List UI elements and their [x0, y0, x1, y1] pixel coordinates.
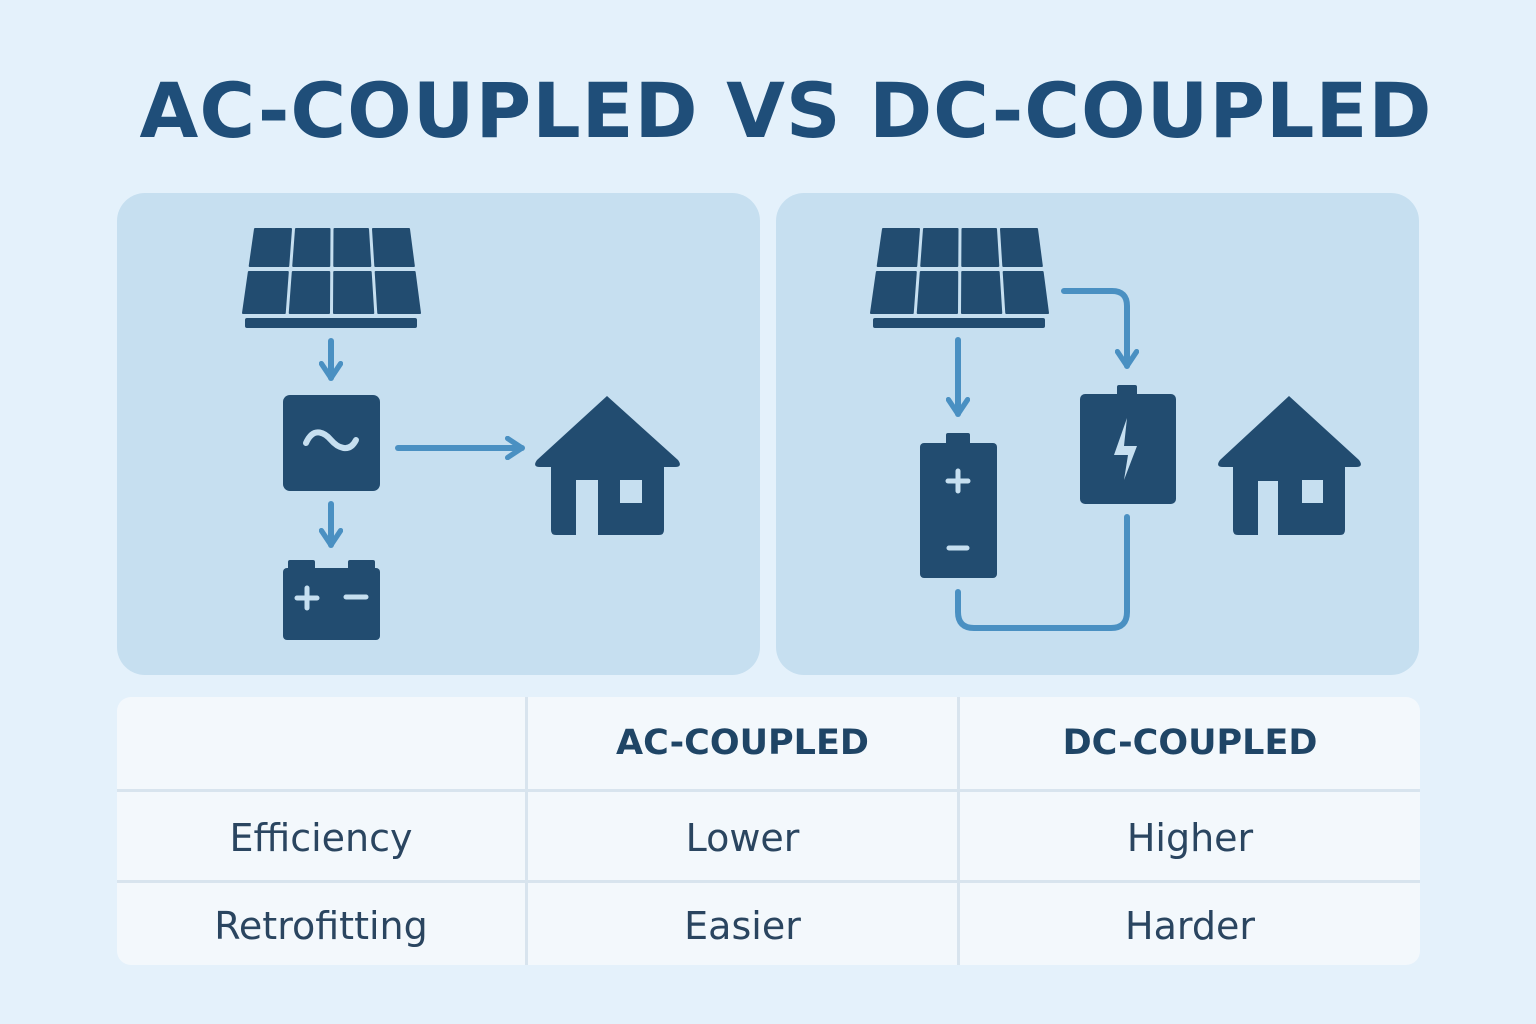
solar-cell: [916, 271, 959, 314]
table-row: Efficiency Lower Higher: [117, 789, 1420, 883]
row-label: Retrofitting: [214, 903, 428, 948]
line-hybrid-inverter-to-battery: [955, 514, 1130, 631]
solar-cell: [333, 228, 372, 267]
arrow-solar-to-hybrid-inverter: [1061, 288, 1127, 369]
ac-value: Easier: [525, 883, 957, 965]
solar-cell: [961, 228, 1000, 267]
battery-icon: [283, 560, 380, 640]
solar-cell: [374, 271, 421, 314]
solar-panel-base: [245, 318, 417, 328]
solar-cell: [288, 271, 331, 314]
solar-cell: [876, 228, 920, 267]
solar-panel-base: [873, 318, 1045, 328]
solar-cell: [1002, 271, 1049, 314]
header-cell-empty: [117, 697, 525, 789]
solar-cell: [242, 271, 289, 314]
dc-value: Harder: [957, 883, 1420, 965]
page-title: AC-COUPLED VS DC-COUPLED: [139, 66, 1433, 155]
solar-panel-icon: [242, 228, 421, 328]
solar-cell: [870, 271, 917, 314]
inverter-icon: [283, 395, 380, 491]
dc-value: Higher: [957, 792, 1420, 883]
comparison-table: AC-COUPLED DC-COUPLED Efficiency Lower H…: [117, 697, 1420, 965]
ac-value: Lower: [525, 792, 957, 883]
battery-icon: [920, 433, 997, 578]
hybrid-inverter-icon: [1080, 385, 1176, 504]
solar-cell: [292, 228, 331, 267]
row-label: Efficiency: [229, 815, 413, 860]
ac-coupled-diagram-panel: [117, 193, 760, 675]
solar-cell: [1000, 228, 1043, 267]
solar-panel-icon: [870, 228, 1049, 328]
solar-cell: [248, 228, 292, 267]
solar-cell: [372, 228, 415, 267]
solar-cell: [333, 271, 375, 314]
solar-cell: [961, 271, 1003, 314]
solar-cell: [920, 228, 959, 267]
house-icon: [535, 396, 680, 535]
header-cell-dc-coupled: DC-COUPLED: [957, 697, 1420, 789]
house-icon: [1218, 396, 1361, 535]
table-row: Retrofitting Easier Harder: [117, 880, 1420, 965]
table-header-row: AC-COUPLED DC-COUPLED: [117, 697, 1420, 789]
header-cell-ac-coupled: AC-COUPLED: [525, 697, 957, 789]
